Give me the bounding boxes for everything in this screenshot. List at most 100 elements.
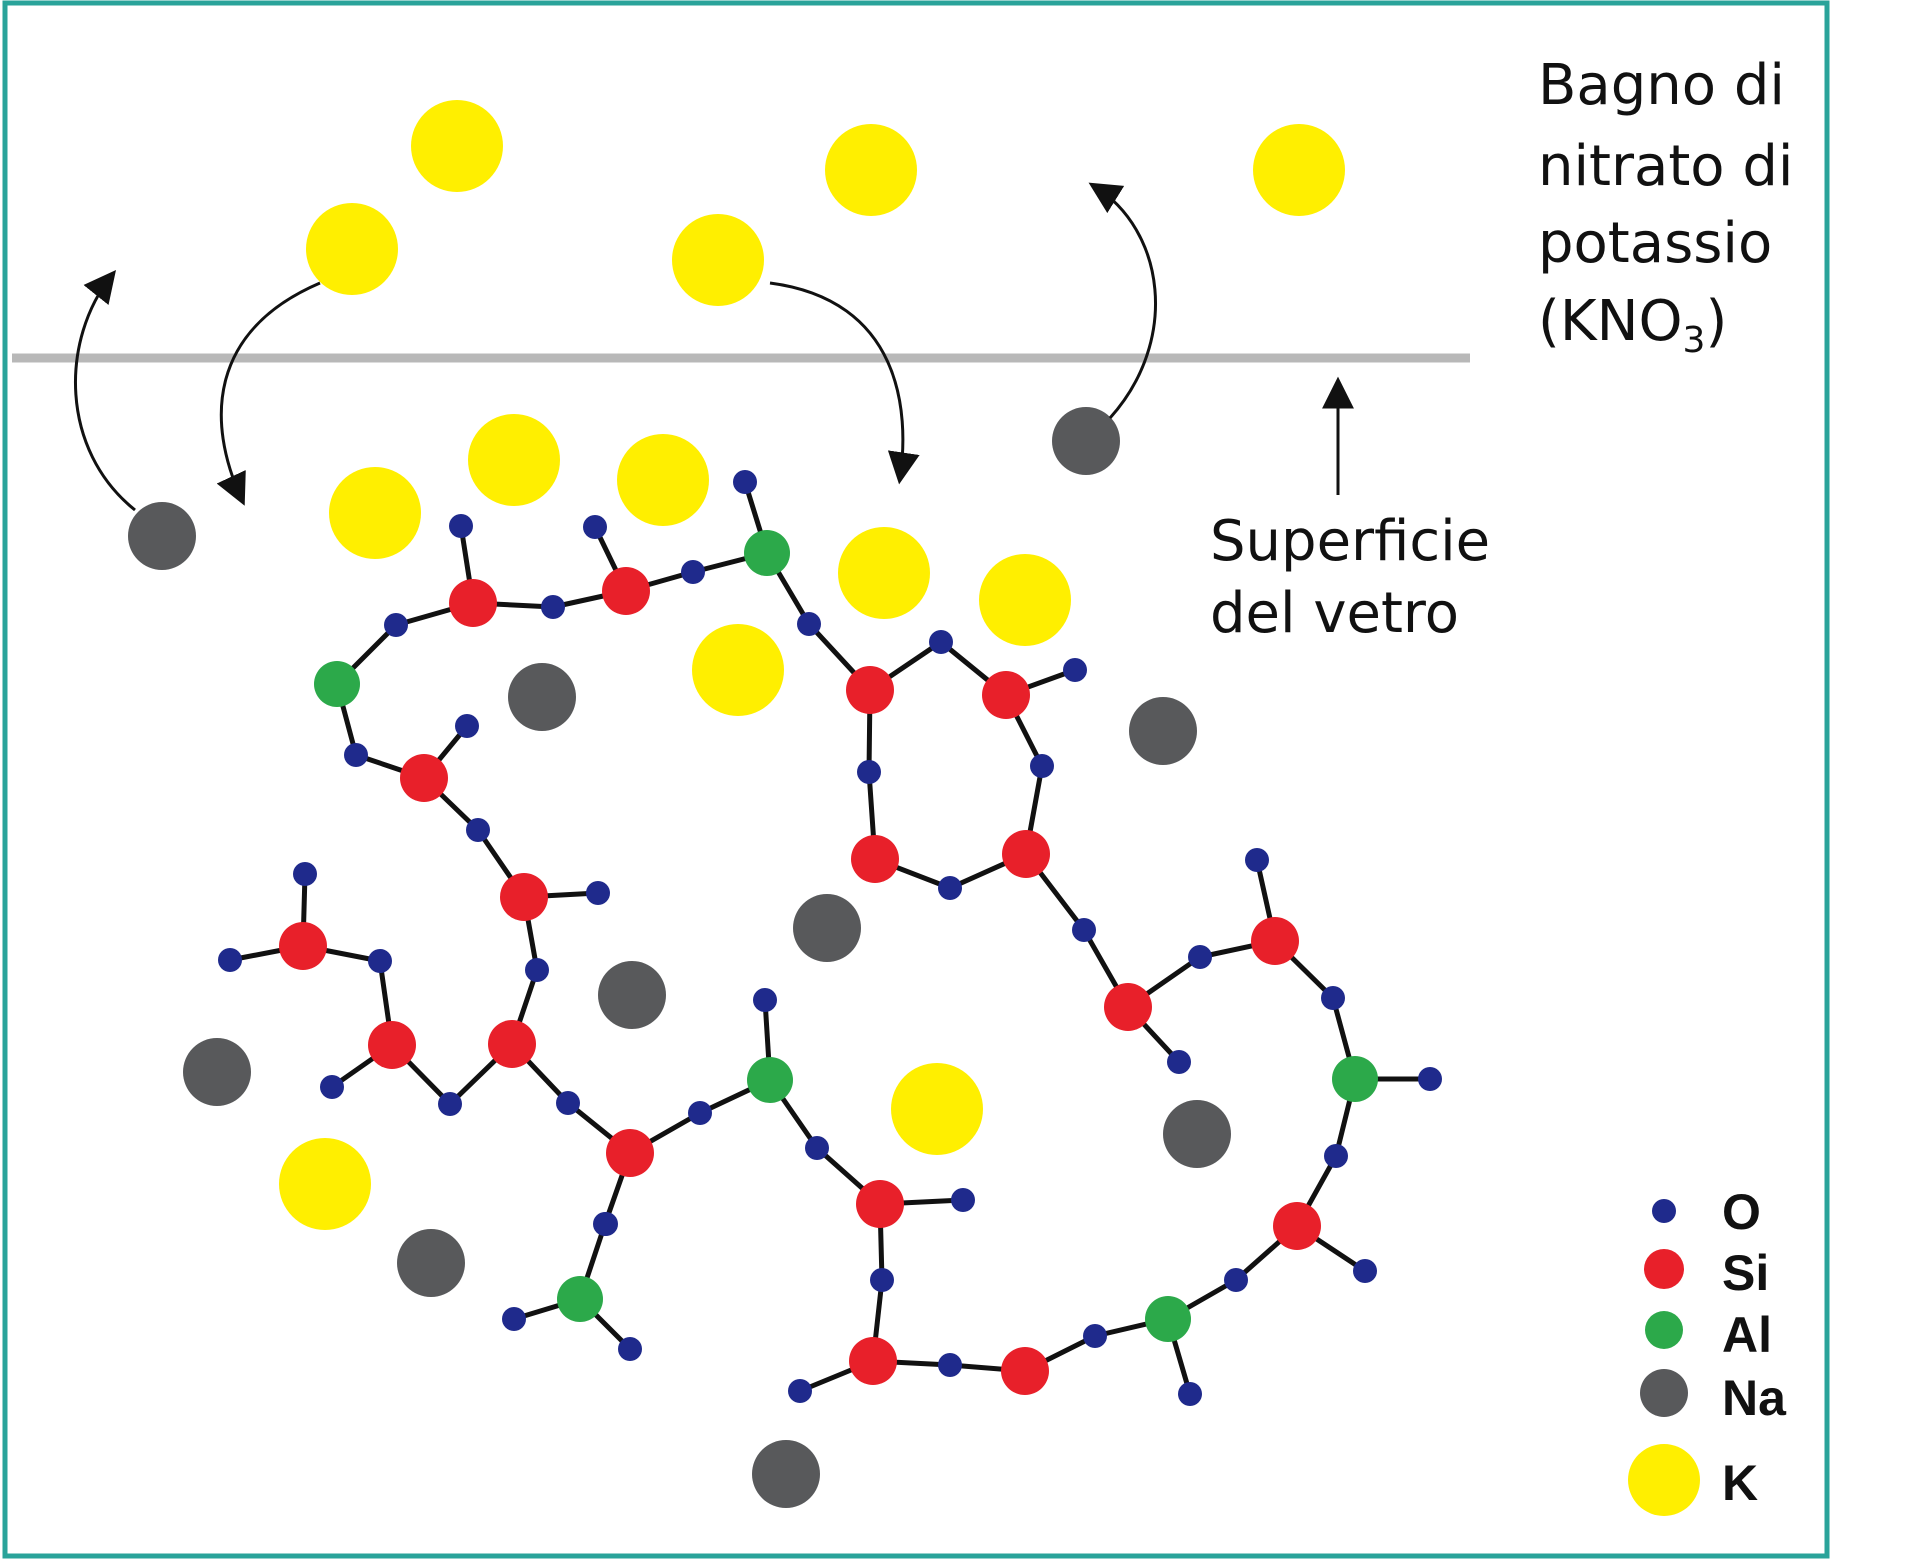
oxygen-atom [951, 1188, 975, 1212]
oxygen-atom [502, 1307, 526, 1331]
sodium-ion [128, 502, 196, 570]
potassium-ion [1253, 124, 1345, 216]
legend-sodium-label: Na [1722, 1370, 1787, 1426]
sodium-ion [1163, 1100, 1231, 1168]
bath-label: Bagno di nitrato di potassio (KNO3) [1538, 53, 1793, 361]
aluminum-atom [1332, 1056, 1378, 1102]
oxygen-atom [797, 612, 821, 636]
silicon-atom [982, 671, 1030, 719]
potassium-ion [411, 100, 503, 192]
aluminum-atom [747, 1057, 793, 1103]
potassium-ion [838, 527, 930, 619]
silicon-atom [1002, 830, 1050, 878]
oxygen-atom [218, 948, 242, 972]
oxygen-atom [541, 595, 565, 619]
oxygen-atom [384, 613, 408, 637]
oxygen-atom [681, 560, 705, 584]
na-out-arrow-right [1088, 182, 1158, 420]
oxygen-atom [688, 1101, 712, 1125]
oxygen-atom [788, 1379, 812, 1403]
legend-silicon-label: Si [1722, 1245, 1769, 1301]
oxygen-atom [1418, 1067, 1442, 1091]
silicon-atom [856, 1180, 904, 1228]
silicon-atom [602, 567, 650, 615]
exchange-arrows [74, 182, 1354, 512]
silicon-atom [846, 666, 894, 714]
sodium-ion [598, 961, 666, 1029]
sodium-ion [397, 1229, 465, 1297]
oxygen-atom [1072, 918, 1096, 942]
k-in-arrow-left [216, 281, 321, 506]
oxygen-atom [583, 515, 607, 539]
legend-silicon-swatch [1644, 1249, 1684, 1289]
silicon-atom [449, 579, 497, 627]
bath-label-line-2: nitrato di [1538, 134, 1793, 199]
legend-aluminum-swatch [1645, 1311, 1683, 1349]
sodium-ion [1129, 697, 1197, 765]
sodium-ion [793, 894, 861, 962]
legend-sodium-swatch [1640, 1369, 1688, 1417]
legend-oxygen-swatch [1652, 1199, 1676, 1223]
sodium-ion [508, 663, 576, 731]
potassium-ion [692, 624, 784, 716]
potassium-ion [891, 1063, 983, 1155]
legend: O Si Al Na K [1628, 1184, 1787, 1516]
oxygen-atom [1224, 1268, 1248, 1292]
potassium-ion [979, 554, 1071, 646]
legend-potassium-swatch [1628, 1444, 1700, 1516]
oxygen-atom [1083, 1324, 1107, 1348]
legend-potassium-label: K [1722, 1455, 1758, 1511]
legend-aluminum-label: Al [1722, 1307, 1772, 1363]
atoms [128, 100, 1442, 1508]
surface-label-line-1: Superficie [1210, 509, 1490, 574]
silicon-atom [279, 922, 327, 970]
sodium-ion [752, 1440, 820, 1508]
oxygen-atom [1167, 1050, 1191, 1074]
oxygen-atom [938, 1353, 962, 1377]
oxygen-atom [938, 876, 962, 900]
aluminum-atom [557, 1276, 603, 1322]
oxygen-atom [618, 1337, 642, 1361]
oxygen-atom [293, 862, 317, 886]
bath-label-line-1: Bagno di [1538, 53, 1785, 118]
k-in-arrow-middle [769, 281, 920, 485]
oxygen-atom [593, 1212, 617, 1236]
oxygen-atom [466, 818, 490, 842]
oxygen-atom [1353, 1259, 1377, 1283]
aluminum-atom [314, 661, 360, 707]
oxygen-atom [1321, 986, 1345, 1010]
diagram-frame [2, 0, 1830, 1559]
aluminum-atom [744, 530, 790, 576]
oxygen-atom [438, 1092, 462, 1116]
oxygen-atom [344, 743, 368, 767]
oxygen-atom [556, 1091, 580, 1115]
sodium-ion [183, 1038, 251, 1106]
na-out-arrow-left [74, 269, 136, 512]
oxygen-atom [1030, 754, 1054, 778]
potassium-ion [617, 434, 709, 526]
potassium-ion [279, 1138, 371, 1230]
potassium-ion [672, 214, 764, 306]
surface-label: Superficie del vetro [1210, 509, 1490, 646]
oxygen-atom [368, 949, 392, 973]
potassium-ion [468, 414, 560, 506]
oxygen-atom [1063, 658, 1087, 682]
oxygen-atom [1178, 1382, 1202, 1406]
oxygen-atom [525, 958, 549, 982]
bath-label-formula: (KNO3) [1538, 289, 1727, 361]
oxygen-atom [1324, 1144, 1348, 1168]
silicon-atom [849, 1337, 897, 1385]
silicon-atom [1001, 1347, 1049, 1395]
silicon-atom [488, 1020, 536, 1068]
oxygen-atom [857, 760, 881, 784]
silicon-atom [851, 835, 899, 883]
potassium-ion [329, 467, 421, 559]
legend-oxygen-label: O [1722, 1184, 1761, 1240]
silicon-atom [368, 1021, 416, 1069]
silicon-atom [400, 754, 448, 802]
oxygen-atom [733, 470, 757, 494]
oxygen-atom [753, 988, 777, 1012]
oxygen-atom [455, 714, 479, 738]
silicon-atom [1104, 983, 1152, 1031]
